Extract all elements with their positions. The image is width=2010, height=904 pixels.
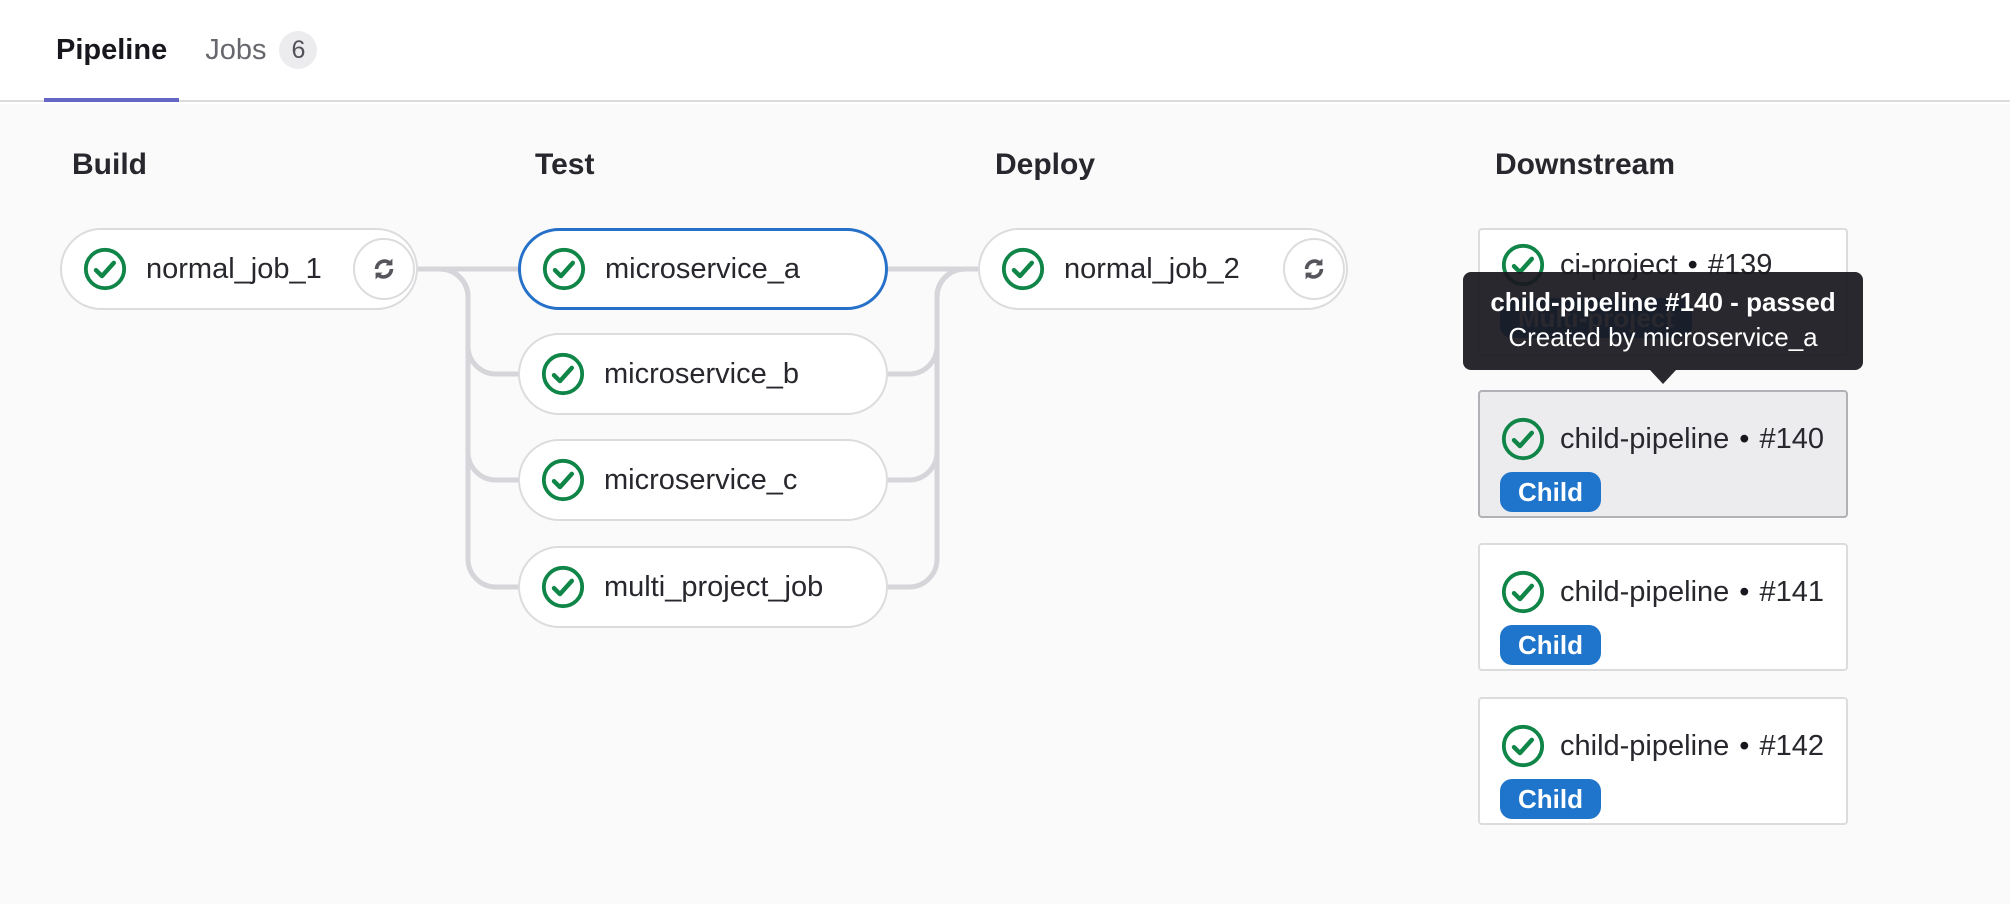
downstream-name: child-pipeline <box>1560 729 1730 762</box>
retry-button[interactable] <box>1283 238 1345 300</box>
job-name: normal_job_1 <box>146 252 322 285</box>
status-passed-icon <box>542 247 586 291</box>
status-passed-icon <box>541 458 585 502</box>
job-name: normal_job_2 <box>1064 252 1240 285</box>
job-name: microservice_c <box>604 463 798 496</box>
downstream-number: #141 <box>1759 575 1824 608</box>
tab-jobs[interactable]: Jobs 6 <box>193 0 329 100</box>
downstream-name: child-pipeline <box>1560 422 1730 455</box>
job-normal-job-2[interactable]: normal_job_2 <box>978 228 1348 310</box>
bullet-separator: • <box>1739 729 1750 762</box>
downstream-title: child-pipeline • #141 <box>1500 569 1846 615</box>
bullet-separator: • <box>1687 248 1698 281</box>
jobs-count-badge: 6 <box>279 31 318 69</box>
retry-icon <box>1304 258 1324 280</box>
status-passed-icon <box>1501 417 1545 461</box>
job-name: microservice_a <box>605 252 800 285</box>
stage-title-deploy: Deploy <box>995 148 1096 181</box>
downstream-card-child-pipeline-140[interactable]: child-pipeline • #140 Child <box>1478 390 1848 518</box>
stage-title-build: Build <box>72 148 147 181</box>
tooltip-title: child-pipeline #140 - passed <box>1490 287 1836 317</box>
stage-title-test: Test <box>535 148 595 181</box>
child-badge: Child <box>1500 472 1601 512</box>
tooltip-subtitle: Created by microservice_a <box>1508 322 1818 353</box>
pipeline-links <box>418 266 978 590</box>
downstream-name: child-pipeline <box>1560 575 1730 608</box>
job-multi-project-job[interactable]: multi_project_job <box>518 546 888 628</box>
job-microservice-c[interactable]: microservice_c <box>518 439 888 521</box>
stage-title-downstream: Downstream <box>1495 148 1676 181</box>
status-passed-icon <box>541 565 585 609</box>
status-passed-icon <box>1501 570 1545 614</box>
pipeline-graph: Build Test Deploy Downstream normal_job_… <box>0 104 2010 904</box>
downstream-hover-tooltip: child-pipeline #140 - passed Created by … <box>1463 272 1863 385</box>
bullet-separator: • <box>1739 422 1750 455</box>
bullet-separator: • <box>1739 575 1750 608</box>
job-normal-job-1[interactable]: normal_job_1 <box>60 228 418 310</box>
downstream-card-child-pipeline-142[interactable]: child-pipeline • #142 Child <box>1478 697 1848 825</box>
pipeline-tabs-bar: Pipeline Jobs 6 <box>0 0 2010 102</box>
tab-pipeline[interactable]: Pipeline <box>44 0 180 102</box>
downstream-number: #140 <box>1759 422 1824 455</box>
downstream-title: child-pipeline • #140 <box>1500 416 1846 462</box>
child-badge: Child <box>1500 625 1601 665</box>
tab-jobs-label: Jobs <box>205 33 267 66</box>
downstream-card-child-pipeline-141[interactable]: child-pipeline • #141 Child <box>1478 543 1848 671</box>
retry-icon <box>374 258 394 280</box>
retry-button[interactable] <box>353 238 415 300</box>
status-passed-icon <box>1001 247 1045 291</box>
downstream-title: child-pipeline • #142 <box>1500 723 1846 769</box>
job-microservice-b[interactable]: microservice_b <box>518 333 888 415</box>
child-badge: Child <box>1500 779 1601 819</box>
job-name: microservice_b <box>604 357 799 390</box>
status-passed-icon <box>541 352 585 396</box>
status-passed-icon <box>83 247 127 291</box>
job-microservice-a[interactable]: microservice_a <box>518 228 888 310</box>
status-passed-icon <box>1501 724 1545 768</box>
job-name: multi_project_job <box>604 570 824 603</box>
tab-pipeline-label: Pipeline <box>56 33 168 66</box>
downstream-number: #142 <box>1759 729 1824 762</box>
